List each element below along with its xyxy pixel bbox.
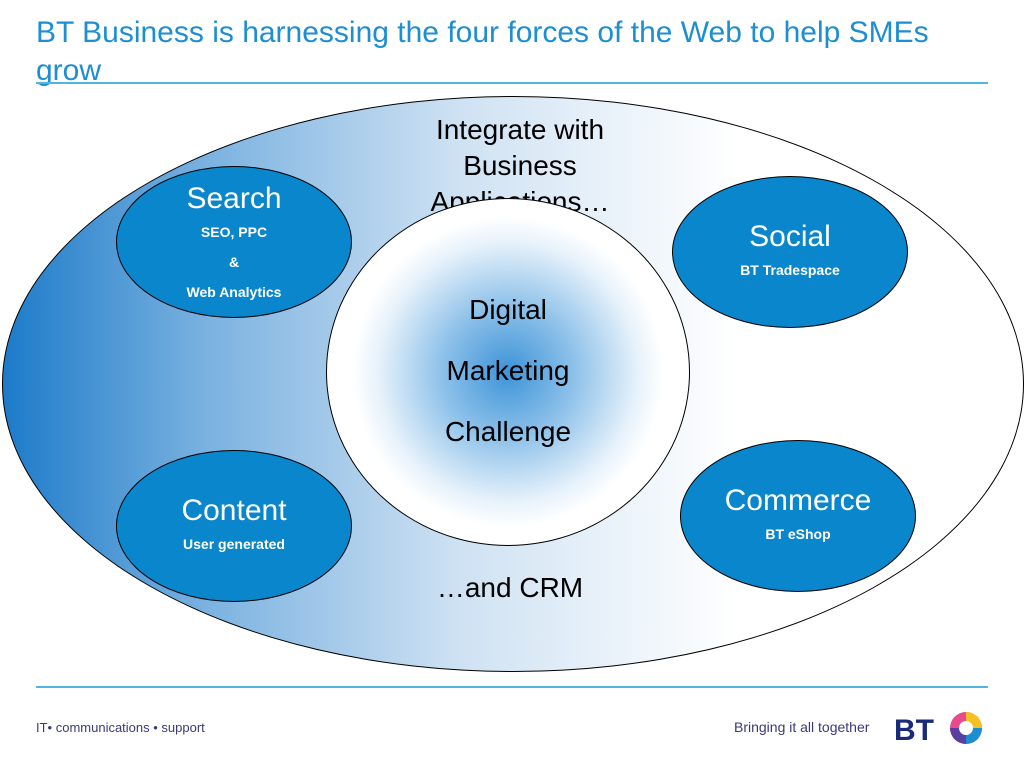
force-commerce: Commerce BT eShop [680, 440, 916, 592]
force-detail: & [228, 254, 240, 270]
force-detail: User generated [183, 536, 285, 552]
force-detail: SEO, PPC [200, 224, 268, 240]
footer-slogan-text: Bringing it all together [734, 719, 870, 735]
force-detail: Web Analytics [186, 284, 282, 300]
footer-services-text: IT• communications • support [36, 720, 205, 735]
bt-logo: BT [894, 712, 982, 747]
bt-piper-globe-icon [950, 712, 982, 744]
footer-divider [36, 686, 988, 688]
force-name: Content [181, 494, 287, 527]
integrate-line: Integrate with [435, 114, 605, 145]
crm-text: …and CRM [436, 572, 584, 603]
force-name: Commerce [724, 484, 872, 517]
center-line: Challenge [444, 416, 572, 447]
force-social: Social BT Tradespace [672, 176, 908, 328]
force-detail: BT eShop [765, 526, 831, 542]
page-title: BT Business is harnessing the four force… [36, 16, 929, 87]
force-search: Search SEO, PPC & Web Analytics [116, 166, 352, 318]
center-line: Digital [469, 294, 547, 325]
integrate-line: Business [463, 150, 577, 181]
force-name: Social [749, 220, 831, 253]
center-line: Marketing [446, 355, 570, 386]
force-content: Content User generated [116, 450, 352, 602]
header-divider [36, 82, 988, 84]
center-label: Digital Marketing Challenge [326, 290, 690, 473]
force-detail: BT Tradespace [740, 262, 840, 278]
force-name: Search [186, 182, 282, 215]
center-circle [326, 198, 690, 546]
bt-logo-text: BT [894, 714, 934, 747]
